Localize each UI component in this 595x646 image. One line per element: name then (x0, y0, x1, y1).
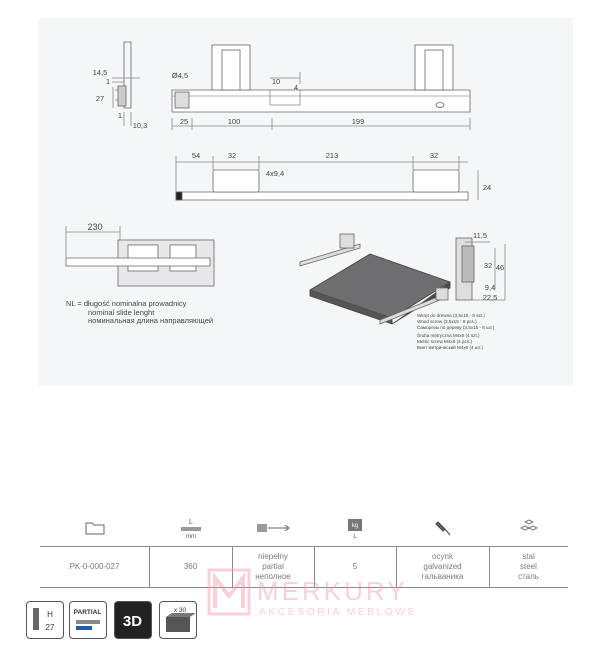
height-badge: H 27 (26, 601, 64, 639)
extension-icon (232, 512, 314, 544)
spec-row: PK-0-000-027 360 niepełny partial неполн… (40, 546, 568, 588)
note-line: nominal slide lenght (88, 307, 155, 317)
dim-label: 24 (483, 183, 491, 192)
dim-label: 54 (192, 151, 200, 160)
screw-note: Wkręt do drewna (3,5x15 - 8 szt.) Wood s… (417, 313, 494, 351)
dim-label: 10 (272, 77, 280, 86)
note-line: Wood screw (3,5x15 - 8 pcs.) (417, 319, 477, 324)
note-line: Śruba metryczna M4x6 (4 szt.) (417, 333, 480, 338)
front-view-bracket-right (412, 169, 460, 193)
partial-badge: PARTIAL (69, 601, 107, 639)
length-icon: L mm (149, 512, 232, 544)
weight-icon-label: kg (352, 523, 358, 529)
logo-name: MERKURY (257, 576, 408, 606)
dim-label: 32 (228, 151, 236, 160)
dim-label: 100 (228, 117, 241, 126)
3d-label: 3D (123, 613, 142, 630)
spec-icon-row: L mm kg L (40, 512, 568, 544)
pack-badge: x 30 (159, 601, 197, 639)
dim-label: 11,5 (473, 231, 487, 240)
extension-value: niepełny partial неполное (232, 547, 315, 587)
length-value: 360 (149, 547, 233, 587)
dim-label: Ø4,5 (172, 71, 188, 80)
nominal-length-note: NL = długość nominalna prowadnicy nomina… (66, 299, 214, 326)
technical-drawing: 14,5 1 27 1 10,3 Ø4,5 10 4 25 100 199 54… (65, 41, 506, 325)
end-view-profile (117, 85, 127, 107)
material-value: stal steel сталь (518, 552, 539, 581)
note-line: Metric screw M4x6 (4 pcs.) (417, 339, 472, 344)
dim-label: 32 (484, 261, 492, 270)
finish-value: ocynk galvanized гальваника (396, 547, 490, 587)
dim-label: 230 (87, 222, 102, 232)
weight-icon-unit: L (353, 534, 357, 539)
shelf-slide-left (299, 243, 361, 267)
length-icon-unit: mm (186, 534, 196, 539)
pack-label: x 30 (174, 607, 187, 614)
material-icon (489, 512, 568, 544)
dim-label: 1 (106, 77, 110, 86)
dim-label: 14,5 (93, 68, 108, 77)
note-line: Винт метрический M4x6 (4 шт.) (417, 345, 483, 350)
weight-icon: kg L (314, 512, 396, 544)
note-line: Саморезы по дереву (3,5x15 - 8 шт.) (417, 325, 495, 330)
note-line: номинальная длина направляющей (88, 316, 214, 325)
length-icon-label: L (189, 519, 193, 526)
dim-label: 27 (96, 94, 104, 103)
front-view-bar (175, 191, 469, 201)
extension-slide (65, 257, 211, 267)
merkury-logo: MERKURY AKCESORIA MEBLOWE (207, 566, 427, 628)
dim-label: 25 (180, 117, 188, 126)
dim-label: 22,5 (483, 293, 498, 302)
dim-label: 4 (294, 83, 298, 92)
front-view-bracket-left (212, 169, 260, 193)
dim-label: 199 (352, 117, 365, 126)
height-value: 27 (46, 623, 55, 632)
dim-label: 9,4 (485, 283, 495, 292)
load-value: 5 (314, 547, 397, 587)
shelf-board (309, 253, 451, 319)
note-line: NL = długość nominalna prowadnicy (66, 299, 187, 308)
3d-badge: 3D (114, 601, 152, 639)
finish-icon (396, 512, 489, 544)
technical-drawing-panel (38, 18, 573, 386)
partial-label: PARTIAL (74, 609, 102, 616)
dim-label: 10,3 (133, 121, 148, 130)
folder-icon (40, 512, 149, 544)
side-view-bar (171, 89, 471, 113)
dim-label: 32 (430, 151, 438, 160)
dim-label: 1 (118, 111, 122, 120)
product-code: PK-0-000-027 (40, 547, 150, 587)
logo-tagline: AKCESORIA MEBLOWE (259, 606, 418, 618)
dim-label: 46 (496, 263, 504, 272)
height-letter: H (47, 610, 53, 619)
note-line: Wkręt do drewna (3,5x15 - 8 szt.) (417, 313, 485, 318)
dim-label: 213 (326, 151, 339, 160)
dim-label: 4x9,4 (266, 169, 284, 178)
